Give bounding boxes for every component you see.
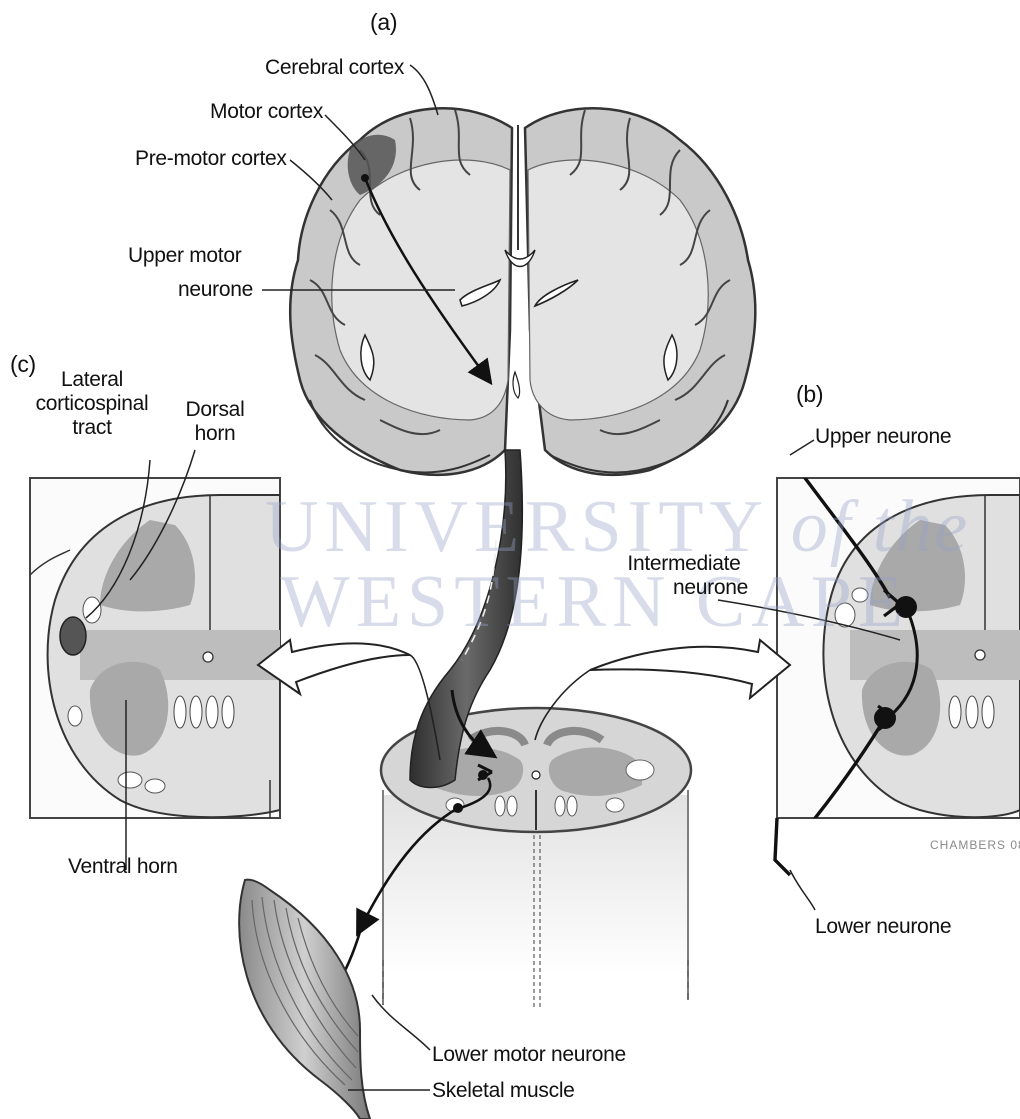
panel-c-box xyxy=(30,478,280,818)
label-dorsal-horn: Dorsal horn xyxy=(180,398,250,446)
brain-coronal-section xyxy=(290,108,755,475)
label-pre-motor-cortex: Pre-motor cortex xyxy=(135,147,287,171)
label-lateral-corticospinal-tract: Lateral corticospinal tract xyxy=(22,368,162,440)
label-intermediate-line-2: neurone xyxy=(620,576,748,600)
label-lower-motor-neurone: Lower motor neurone xyxy=(432,1043,626,1067)
lateral-corticospinal-tract-region xyxy=(60,617,86,655)
label-intermediate-neurone: Intermediate neurone xyxy=(620,552,748,600)
label-upper-motor-neurone-line-2: neurone xyxy=(178,278,253,302)
artist-credit: CHAMBERS 08 xyxy=(930,838,1020,852)
panel-label-a: (a) xyxy=(370,10,397,34)
label-lateral-line-3: tract xyxy=(22,416,162,440)
label-lower-neurone: Lower neurone xyxy=(815,915,951,939)
label-skeletal-muscle: Skeletal muscle xyxy=(432,1079,575,1103)
label-upper-motor-neurone-line-1: Upper motor xyxy=(128,244,241,268)
watermark-line-1: UNIVERSITY of the xyxy=(265,485,969,570)
label-ventral-horn: Ventral horn xyxy=(68,855,178,879)
watermark-line-2: WESTERN CAPE xyxy=(280,560,909,645)
label-dorsal-line-2: horn xyxy=(180,422,250,446)
magnify-arrow-right xyxy=(590,640,790,698)
label-motor-cortex: Motor cortex xyxy=(210,100,323,124)
label-intermediate-line-1: Intermediate xyxy=(620,552,748,576)
watermark-of-the: of the xyxy=(791,486,969,568)
label-lateral-line-2: corticospinal xyxy=(22,392,162,416)
label-lateral-line-1: Lateral xyxy=(22,368,162,392)
panel-label-b: (b) xyxy=(796,382,823,406)
label-dorsal-line-1: Dorsal xyxy=(180,398,250,422)
label-cerebral-cortex: Cerebral cortex xyxy=(265,56,404,80)
label-upper-neurone: Upper neurone xyxy=(815,425,951,449)
skeletal-muscle xyxy=(239,880,370,1119)
